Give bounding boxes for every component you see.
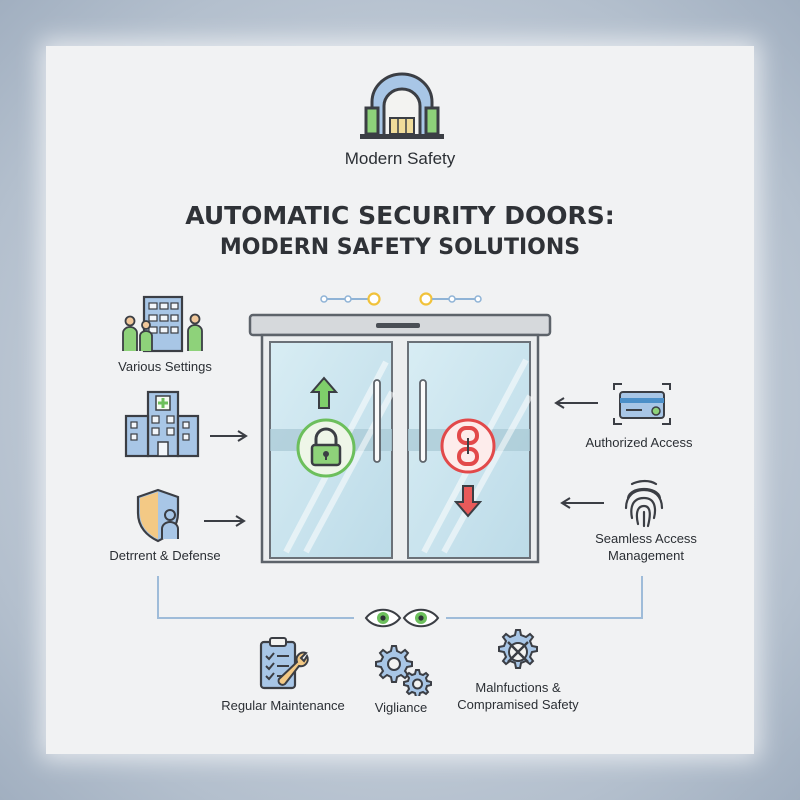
logo-caption: Modern Safety	[344, 149, 456, 168]
malfunctions-label-line1: Malnfuctions &	[475, 680, 561, 695]
eyes-icon	[364, 608, 440, 628]
seamless-access-label-line1: Seamless Access	[595, 531, 697, 546]
down-arrow-icon	[454, 485, 482, 518]
vigilance-label: Vigliance	[374, 700, 428, 715]
arrow-left-icon	[560, 497, 604, 509]
broken-gear-icon	[498, 629, 538, 669]
seamless-access-label-line2: Management	[608, 548, 684, 563]
authorized-access-label: Authorized Access	[585, 435, 693, 450]
gears-icon	[375, 645, 432, 696]
card-reader-icon	[613, 383, 671, 425]
malfunctions-label-line2: Compramised Safety	[457, 697, 579, 712]
gate-logo-icon	[360, 72, 444, 139]
page-title-line1: AUTOMATIC SECURITY DOORS:	[185, 201, 615, 230]
page-title-line2: MODERN SAFETY SOLUTIONS	[219, 235, 581, 260]
bottom-bracket	[157, 576, 643, 619]
deterrent-defense-label: Detrrent & Defense	[109, 548, 221, 563]
up-arrow-icon	[310, 376, 338, 409]
infographic-card: Modern Safety AUTOMATIC SECURITY DOORS: …	[46, 46, 754, 754]
fingerprint-icon	[624, 479, 664, 528]
door-sensors	[320, 292, 482, 306]
broken-chain-icon	[440, 418, 496, 474]
automatic-door	[248, 313, 552, 564]
arrow-right-icon	[210, 430, 248, 442]
hospital-icon	[124, 390, 200, 458]
building-people-icon	[122, 295, 203, 353]
various-settings-label: Various Settings	[118, 359, 212, 374]
regular-maintenance-label: Regular Maintenance	[221, 698, 345, 713]
clipboard-wrench-icon	[259, 637, 309, 690]
arrow-right-icon	[204, 515, 246, 527]
arrow-left-icon	[554, 397, 598, 409]
shield-person-icon	[136, 488, 180, 543]
padlock-icon	[296, 418, 356, 478]
